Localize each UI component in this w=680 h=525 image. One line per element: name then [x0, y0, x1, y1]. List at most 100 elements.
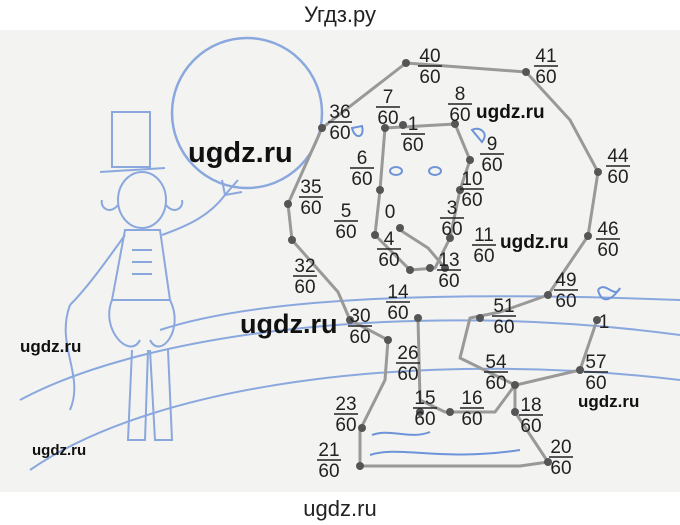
- site-title: Угдз.ру: [303, 2, 377, 27]
- fraction-denominator: 60: [335, 415, 356, 436]
- fraction-numerator: 7: [383, 87, 394, 108]
- fraction-numerator: 23: [335, 394, 356, 415]
- fraction-denominator: 60: [300, 198, 321, 219]
- fraction-denominator: 60: [555, 291, 576, 312]
- fraction-denominator: 60: [473, 246, 494, 267]
- fraction-denominator: 60: [402, 135, 423, 156]
- fraction-numerator: 51: [493, 296, 514, 317]
- label-one: 1: [599, 312, 610, 333]
- fraction-numerator: 16: [461, 388, 482, 409]
- fraction-numerator: 13: [438, 250, 459, 271]
- fraction-denominator: 60: [441, 219, 462, 240]
- fraction-numerator: 57: [585, 352, 606, 373]
- fraction-denominator: 60: [597, 240, 618, 261]
- footer-watermark: ugdz.ru: [303, 496, 377, 521]
- fraction-7-60: 760: [376, 87, 400, 129]
- fraction-numerator: 18: [520, 395, 541, 416]
- fraction-numerator: 4: [384, 229, 395, 250]
- fraction-numerator: 35: [300, 177, 321, 198]
- fraction-numerator: 36: [329, 102, 350, 123]
- fraction-numerator: 14: [387, 282, 409, 303]
- fraction-numerator: 10: [461, 169, 482, 190]
- ringmaster-figure: [64, 111, 243, 441]
- fraction-denominator: 60: [318, 461, 339, 482]
- fraction-numerator: 21: [318, 440, 339, 461]
- watermark-bottom-left: ugdz.ru: [32, 442, 86, 459]
- fraction-denominator: 60: [397, 364, 418, 385]
- fraction-denominator: 60: [438, 271, 459, 292]
- watermark-bottom-right: ugdz.ru: [578, 392, 639, 411]
- fraction-numerator: 40: [419, 46, 440, 67]
- watermark-large: ugdz.ru: [188, 137, 293, 169]
- fraction-numerator: 30: [349, 306, 370, 327]
- fraction-numerator: 8: [455, 84, 466, 105]
- fraction-denominator: 60: [585, 373, 606, 394]
- page-footer: ugdz.ru: [0, 492, 680, 525]
- fraction-5-60: 560: [334, 201, 358, 243]
- fraction-numerator: 11: [474, 225, 494, 246]
- fraction-4-60: 460: [377, 229, 401, 271]
- fraction-denominator: 60: [351, 169, 372, 190]
- fraction-numerator: 6: [357, 148, 368, 169]
- fraction-denominator: 60: [414, 409, 435, 430]
- fraction-denominator: 60: [335, 222, 356, 243]
- fraction-3-60: 360: [440, 198, 464, 240]
- fraction-1-60: 160: [401, 114, 425, 156]
- lion-face-details: [350, 124, 621, 456]
- fraction-numerator: 46: [597, 219, 618, 240]
- fraction-numerator: 44: [607, 146, 629, 167]
- fraction-numerator: 3: [447, 198, 458, 219]
- watermark-center: ugdz.ru: [240, 309, 337, 339]
- dots: [284, 59, 602, 470]
- fraction-6-60: 660: [350, 148, 374, 190]
- fraction-denominator: 60: [387, 303, 408, 324]
- fraction-numerator: 5: [341, 201, 352, 222]
- watermark-middle-right: ugdz.ru: [500, 232, 569, 253]
- fraction-denominator: 60: [550, 458, 571, 479]
- fraction-denominator: 60: [520, 416, 541, 437]
- fraction-denominator: 60: [329, 123, 350, 144]
- fraction-denominator: 60: [535, 67, 556, 88]
- fraction-denominator: 60: [485, 373, 506, 394]
- fraction-numerator: 15: [414, 388, 435, 409]
- watermark-left: ugdz.ru: [20, 337, 81, 356]
- fraction-denominator: 60: [461, 190, 482, 211]
- fraction-denominator: 60: [349, 327, 370, 348]
- fraction-numerator: 20: [550, 437, 571, 458]
- fraction-denominator: 60: [419, 67, 440, 88]
- fraction-denominator: 60: [481, 155, 502, 176]
- hoop: [170, 36, 324, 190]
- fraction-denominator: 60: [493, 317, 514, 338]
- fraction-numerator: 54: [485, 352, 507, 373]
- fraction-denominator: 60: [461, 409, 482, 430]
- fraction-numerator: 9: [487, 134, 498, 155]
- fraction-denominator: 60: [378, 250, 399, 271]
- fraction-denominator: 60: [294, 277, 315, 298]
- fraction-numerator: 41: [535, 46, 556, 67]
- page-header: Угдз.ру: [0, 0, 680, 30]
